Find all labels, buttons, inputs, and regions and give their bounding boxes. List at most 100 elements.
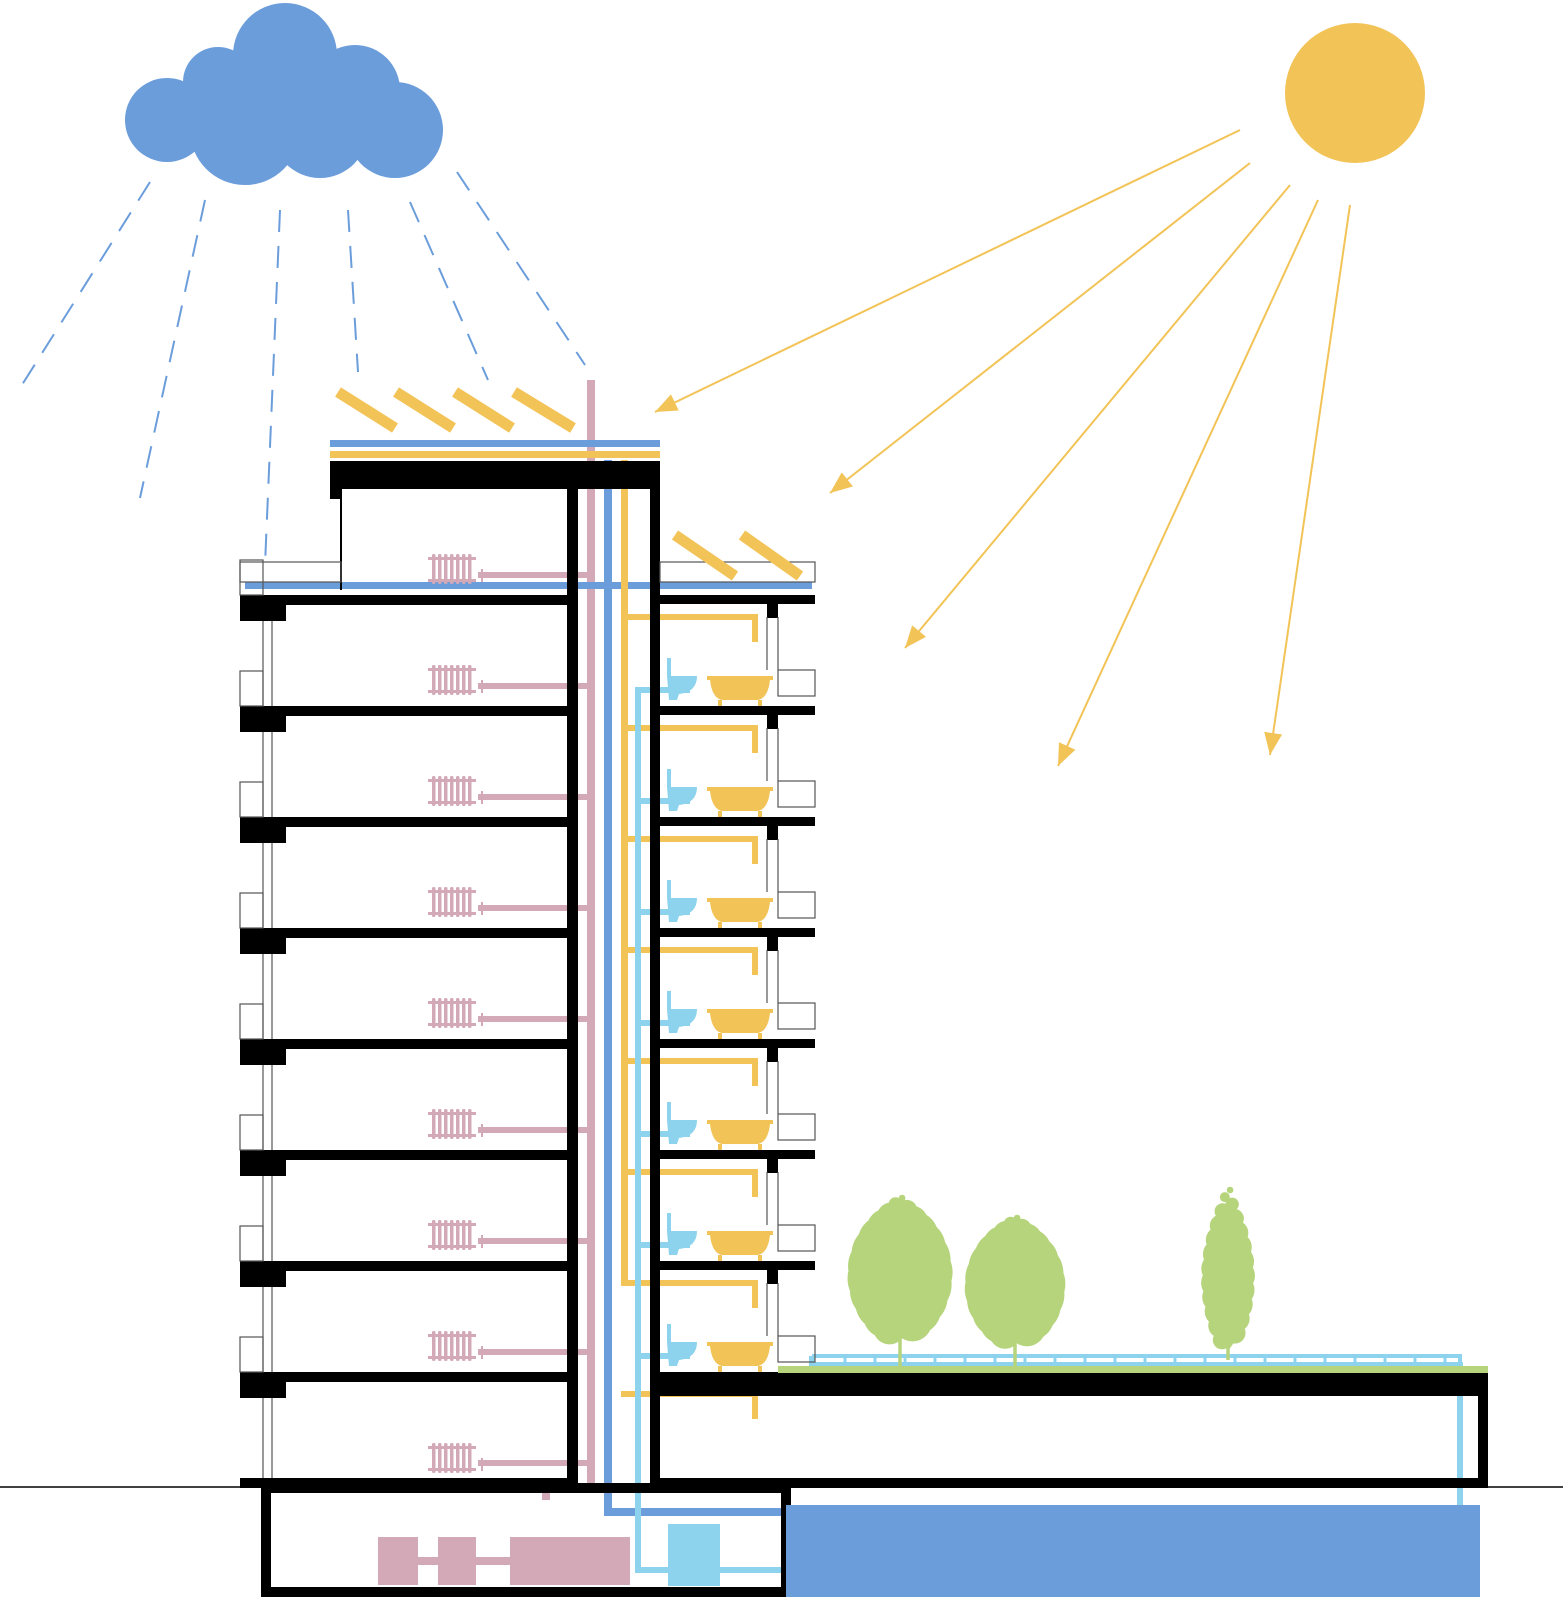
grey-water-branch-pipe [638, 1353, 690, 1359]
pump-icon [378, 1537, 418, 1585]
balcony-beam-right [767, 826, 778, 840]
heating-branch-pipe [478, 794, 588, 800]
green-roof [778, 1186, 1488, 1373]
radiator-fin [438, 776, 442, 806]
rainwater-riser-pipe [604, 460, 786, 1516]
radiator-bar [428, 912, 476, 915]
balcony-parapet-right [777, 1002, 816, 1030]
radiator-bar [428, 1245, 476, 1248]
toilet-tank [667, 769, 671, 787]
heating-branch-pipe [478, 1016, 588, 1022]
podium-roof-slab [650, 1372, 1488, 1396]
solar-collector-pipe [330, 451, 660, 458]
balcony-parapet-left [239, 781, 264, 818]
hot-water-riser-pipe [621, 460, 628, 1286]
hot-water-branch-pipe [621, 836, 758, 864]
irrigation-pipe [809, 1356, 1463, 1510]
toilet-tank [667, 1102, 671, 1120]
radiator-fin [462, 776, 466, 806]
radiator-fin [450, 1109, 454, 1139]
radiator-fin [462, 887, 466, 917]
radiator-fin [438, 887, 442, 917]
radiator-fin [444, 1220, 448, 1250]
roof-slab [330, 461, 660, 489]
terrace-parapet-left [239, 561, 342, 583]
radiator-fin [456, 998, 460, 1028]
balcony-parapet-left [239, 1225, 264, 1262]
radiator-bar [428, 1023, 476, 1026]
bathtub-rim [707, 1231, 773, 1235]
balcony-parapet-left [239, 892, 264, 929]
bathtub-rim [707, 676, 773, 680]
bathtub-body [710, 680, 770, 700]
radiator-fin [462, 1443, 466, 1473]
grey-water-branch-pipe [638, 1242, 690, 1248]
bathtub-icon [707, 898, 773, 928]
sun-ray [829, 162, 1251, 494]
radiator-fin [432, 1220, 436, 1250]
bathtub-foot [718, 1255, 722, 1261]
tree-canopy [973, 1229, 1057, 1333]
radiator-fin [462, 998, 466, 1028]
bathtub-foot [758, 1255, 762, 1261]
rain-lines [19, 171, 586, 566]
bathtub-foot [758, 1144, 762, 1150]
balcony-parapet-right [777, 1113, 816, 1141]
toilet-tank [667, 1213, 671, 1231]
radiator-fin [438, 1109, 442, 1139]
balcony-beam-left [240, 938, 286, 954]
toilet-icon [667, 1213, 697, 1255]
bathtub-foot [758, 1033, 762, 1039]
sun-ray-arrowhead [1264, 731, 1283, 755]
bathtub-foot [758, 922, 762, 928]
heating-branch-pipe [478, 683, 588, 689]
bathtub-body [710, 902, 770, 922]
rain-drop-line [409, 201, 489, 381]
radiator-bar [428, 1134, 476, 1137]
sun-ray-arrowhead [655, 394, 679, 412]
radiator-fin [444, 1109, 448, 1139]
bathtub-body [710, 1124, 770, 1144]
heating-riser-pipe [587, 380, 595, 1488]
bathtub-body [710, 1235, 770, 1255]
radiator-fin [444, 665, 448, 695]
radiator-icon [428, 665, 483, 695]
radiator-fin [462, 665, 466, 695]
bathtub-icon [707, 1342, 773, 1372]
radiator-fin [450, 998, 454, 1028]
bathtub-icon [707, 1009, 773, 1039]
roof-slab-edge [330, 489, 342, 499]
balcony-beam-left [240, 605, 286, 621]
radiator-icon [428, 776, 483, 806]
radiator-icon [428, 1443, 483, 1473]
radiator-bar [428, 801, 476, 804]
fixtures [335, 387, 804, 1473]
bathtub-rim [707, 898, 773, 902]
sun-ray-arrowhead [905, 625, 926, 648]
podium-wall-left [650, 1396, 660, 1488]
cloud-icon [125, 3, 443, 185]
bathtub-foot [718, 1033, 722, 1039]
toilet-tank [667, 658, 671, 676]
bathtub-rim [707, 1342, 773, 1346]
balcony-parapet-left [239, 670, 264, 707]
tree-icon [964, 1214, 1066, 1368]
rain-drop-line [264, 209, 281, 566]
bathtub-icon [707, 1231, 773, 1261]
floor-slab-right [650, 817, 815, 826]
sun-ray [1269, 204, 1351, 756]
balcony-beam-left [240, 1160, 286, 1176]
solar-panel-icon [511, 387, 576, 433]
pump-connector [476, 1557, 510, 1565]
radiator-bar [428, 779, 476, 782]
bathtub-body [710, 791, 770, 811]
bathtub-foot [718, 1144, 722, 1150]
floor-slab-left [240, 706, 578, 716]
tree-trunk [884, 1311, 916, 1368]
toilet-bowl [667, 676, 697, 700]
toilet-tank [667, 991, 671, 1009]
heating-branch-pipe [478, 1460, 588, 1466]
sun-ray [654, 129, 1241, 413]
radiator-fin [450, 1220, 454, 1250]
